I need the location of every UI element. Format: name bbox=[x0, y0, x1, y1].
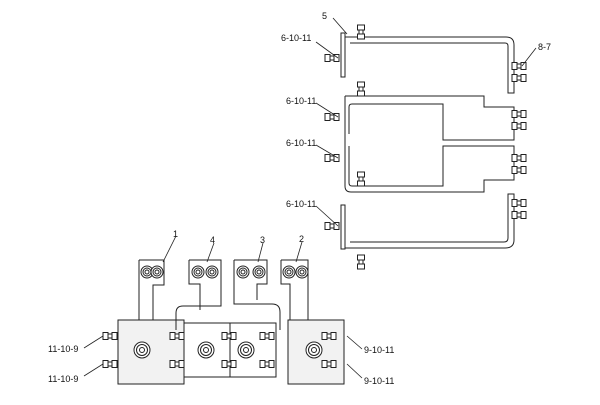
callout-9-10-11-b: 9-10-11 bbox=[364, 376, 394, 386]
callout-labels: 5 6-10-11 8-7 6-10-11 6-10-11 6-10-11 1 … bbox=[48, 11, 551, 386]
leader-lines bbox=[83, 17, 537, 379]
callout-3: 3 bbox=[260, 235, 265, 245]
callout-6-10-11-c: 6-10-11 bbox=[286, 138, 316, 148]
callout-11-10-9-a: 11-10-9 bbox=[48, 344, 78, 354]
callout-1: 1 bbox=[173, 229, 178, 239]
callout-8-7: 8-7 bbox=[538, 42, 551, 52]
callout-2: 2 bbox=[299, 234, 304, 244]
lower-busbar-assembly bbox=[102, 259, 345, 385]
callout-4: 4 bbox=[210, 235, 215, 245]
callout-11-10-9-b: 11-10-9 bbox=[48, 374, 78, 384]
callout-6-10-11-b: 6-10-11 bbox=[286, 96, 316, 106]
callout-6-10-11-a: 6-10-11 bbox=[281, 33, 311, 43]
callout-9-10-11-a: 9-10-11 bbox=[364, 345, 394, 355]
callout-5: 5 bbox=[322, 11, 327, 21]
callout-6-10-11-d: 6-10-11 bbox=[286, 199, 316, 209]
upper-bracket-assembly bbox=[324, 24, 527, 270]
